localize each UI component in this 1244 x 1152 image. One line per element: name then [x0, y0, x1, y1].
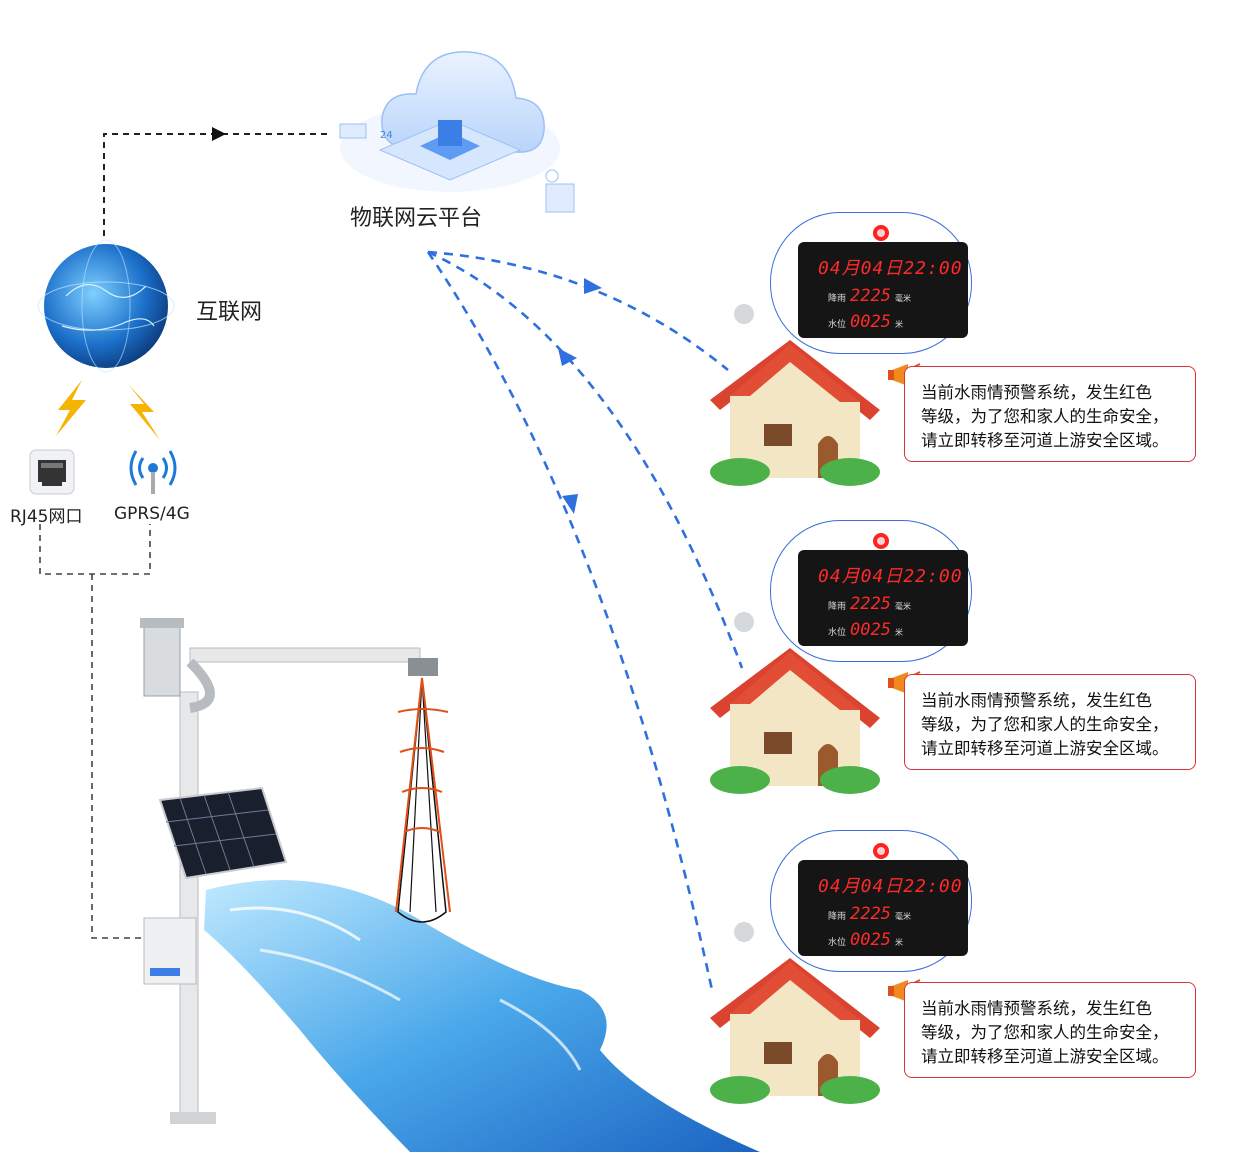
alarm-light-icon	[873, 843, 889, 859]
lightning-icon	[128, 384, 160, 440]
house-icon	[710, 922, 880, 1104]
cloud-platform-label: 物联网云平台	[350, 206, 483, 231]
house-icon	[710, 304, 880, 486]
house-icon	[710, 612, 880, 794]
alert-message: 当前水雨情预警系统，发生红色 等级，为了您和家人的生命安全， 请立即转移至河道上…	[904, 674, 1196, 770]
cloud-platform-icon: 24	[339, 51, 575, 213]
alert-message: 当前水雨情预警系统，发生红色 等级，为了您和家人的生命安全， 请立即转移至河道上…	[904, 366, 1196, 462]
alarm-light-icon	[873, 533, 889, 549]
monitoring-station-illustration	[140, 618, 451, 1124]
display-date: 04月04日22:00	[818, 566, 963, 587]
alarm-light-icon	[873, 225, 889, 241]
rj45-port-icon	[29, 449, 75, 495]
wireless-signal-icon	[129, 450, 177, 494]
gprs-label: GPRS/4G	[114, 504, 190, 524]
lightning-icon	[56, 380, 86, 436]
globe-icon	[37, 239, 175, 373]
svg-text:24: 24	[380, 130, 393, 141]
internet-label: 互联网	[196, 300, 263, 325]
display-date: 04月04日22:00	[818, 876, 963, 897]
rj45-label: RJ45网口	[10, 507, 83, 527]
display-date: 04月04日22:00	[818, 258, 963, 279]
alert-message: 当前水雨情预警系统，发生红色 等级，为了您和家人的生命安全， 请立即转移至河道上…	[904, 982, 1196, 1078]
